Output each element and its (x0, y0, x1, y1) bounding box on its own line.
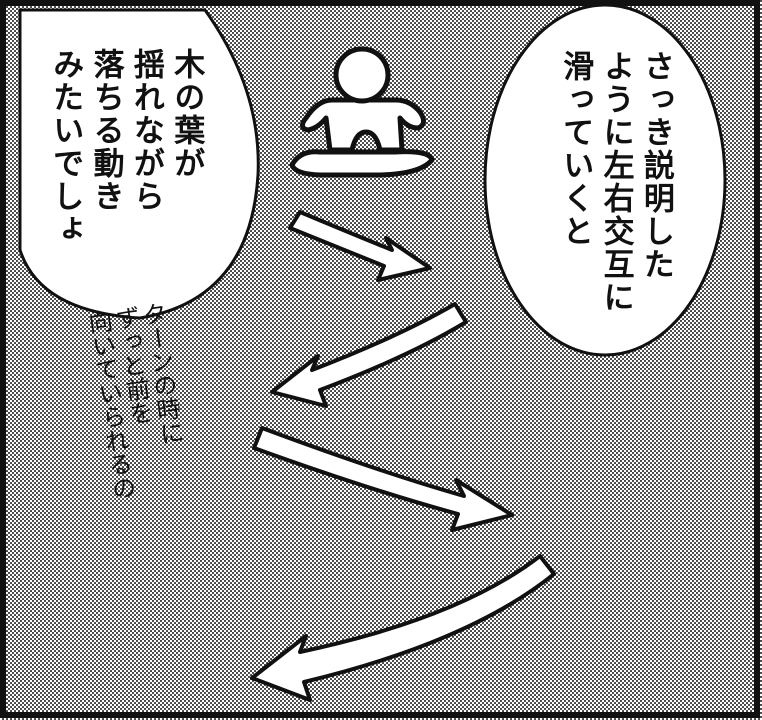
speech-line: 揺れながら (127, 48, 164, 213)
path-arrows (250, 210, 556, 702)
speech-line: 滑っていくと (557, 50, 594, 248)
speech-line: ように左右交互に (597, 50, 634, 314)
speech-balloon-left (18, 8, 260, 320)
speech-text-left: 木の葉が 揺れながら 落ちる動き みたいでしょ (45, 48, 206, 246)
arrow-3 (252, 426, 514, 532)
snowboarder-figure-icon (289, 46, 435, 178)
speech-line: みたいでしょ (47, 48, 84, 246)
arrow-2 (270, 302, 468, 408)
arrow-1 (288, 210, 432, 282)
arrow-4 (250, 554, 556, 702)
speech-line: さっき説明した (637, 50, 674, 281)
speech-line: 落ちる動き (87, 48, 124, 213)
speech-text-right: さっき説明した ように左右交互に 滑っていくと (555, 50, 676, 314)
speech-line: 木の葉が (168, 48, 205, 180)
speech-balloon-right (483, 3, 727, 357)
